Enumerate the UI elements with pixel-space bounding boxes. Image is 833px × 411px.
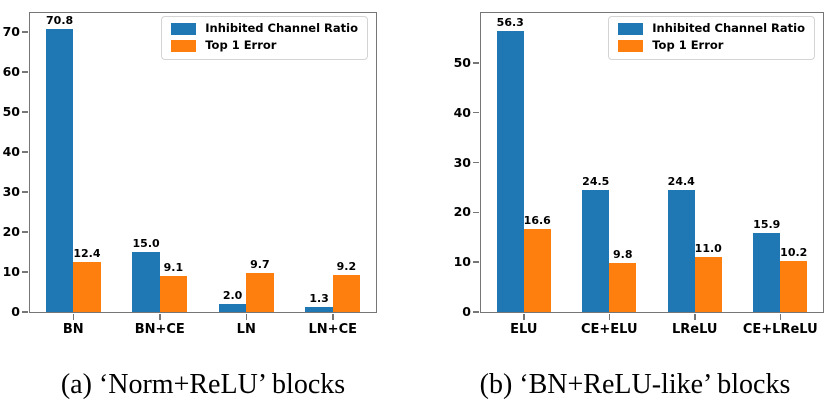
bar-value-label: 2.0 xyxy=(222,289,243,302)
legend-item: Inhibited Channel Ratio xyxy=(618,23,805,35)
y-tick-label: 10 xyxy=(453,253,471,269)
bar-value-label: 1.3 xyxy=(309,291,329,305)
x-tick-mark xyxy=(608,314,610,320)
legend-swatch xyxy=(171,40,197,52)
legend-label: Top 1 Error xyxy=(652,38,724,53)
bar-top-1-error xyxy=(332,275,361,312)
y-tick-mark xyxy=(22,271,28,273)
bar-value-label: 10.2 xyxy=(780,246,808,260)
y-tick-label: 50 xyxy=(2,103,20,119)
legend-item: Top 1 Error xyxy=(171,40,358,52)
bar-value-label: 9.1 xyxy=(163,260,184,274)
y-tick-mark xyxy=(473,261,479,263)
y-tick-mark xyxy=(22,311,28,313)
bar-value-label: 24.5 xyxy=(582,174,610,188)
bar-inhibited-channel-ratio xyxy=(753,232,781,312)
bar-top-1-error xyxy=(73,262,101,312)
bar-inhibited-channel-ratio xyxy=(132,251,160,312)
bar-value-label: 16.6 xyxy=(523,214,551,228)
y-tick-label: 10 xyxy=(2,263,20,279)
bar-value-label: 9.8 xyxy=(613,248,633,262)
bar-inhibited-channel-ratio xyxy=(496,31,524,312)
legend-swatch xyxy=(171,23,197,35)
y-tick-label: 40 xyxy=(453,104,471,120)
x-tick-label: LN xyxy=(236,322,256,337)
y-tick-label: 70 xyxy=(2,23,20,39)
bar-value-label: 24.4 xyxy=(667,175,695,189)
bar-top-1-error xyxy=(246,273,274,312)
y-tick-mark xyxy=(22,151,28,153)
y-tick-mark xyxy=(22,31,28,33)
x-tick-mark xyxy=(779,314,781,320)
y-tick-mark xyxy=(22,191,28,193)
bar-top-1-error xyxy=(694,257,722,312)
legend-label: Inhibited Channel Ratio xyxy=(205,21,358,36)
bar-value-label: 9.2 xyxy=(336,260,357,274)
bar-top-1-error xyxy=(780,261,808,312)
bar-value-label: 11.0 xyxy=(694,242,722,256)
x-tick-label: ELU xyxy=(510,322,538,337)
y-tick-mark xyxy=(473,62,479,64)
bar-value-label: 70.8 xyxy=(46,13,74,27)
bar-top-1-error xyxy=(609,263,637,312)
y-tick-mark xyxy=(473,161,479,164)
x-tick-label: CE+LReLU xyxy=(742,322,818,337)
y-tick-label: 20 xyxy=(2,223,20,239)
y-tick-mark xyxy=(22,71,28,73)
legend-swatch xyxy=(618,23,644,35)
x-tick-mark xyxy=(72,314,74,320)
y-tick-mark xyxy=(473,311,479,313)
y-tick-label: 0 xyxy=(11,303,20,319)
bar-inhibited-channel-ratio xyxy=(45,28,74,312)
x-tick-mark xyxy=(159,314,161,320)
y-tick-mark xyxy=(22,111,28,113)
legend-item: Inhibited Channel Ratio xyxy=(171,23,358,35)
x-tick-label: BN xyxy=(62,322,84,337)
bar-top-1-error xyxy=(523,229,551,312)
bar-inhibited-channel-ratio xyxy=(305,306,333,312)
y-tick-label: 30 xyxy=(453,154,471,170)
bar-value-label: 12.4 xyxy=(73,247,101,261)
y-tick-label: 20 xyxy=(453,204,471,220)
y-tick-label: 0 xyxy=(462,303,471,319)
x-tick-mark xyxy=(523,314,525,320)
y-tick-label: 30 xyxy=(2,183,20,199)
bar-value-label: 9.7 xyxy=(250,258,270,272)
bar-value-label: 56.3 xyxy=(496,16,524,30)
x-tick-label: LReLU xyxy=(672,322,718,337)
bar-inhibited-channel-ratio xyxy=(582,189,610,312)
caption-a: (a) ‘Norm+ReLU’ blocks xyxy=(60,369,346,400)
legend-label: Top 1 Error xyxy=(205,38,277,53)
bar-value-label: 15.0 xyxy=(132,236,160,250)
y-tick-mark xyxy=(473,111,479,114)
x-tick-mark xyxy=(694,314,696,320)
bar-value-label: 15.9 xyxy=(753,217,781,231)
y-tick-mark xyxy=(22,231,28,233)
legend-label: Inhibited Channel Ratio xyxy=(652,21,805,36)
bar-inhibited-channel-ratio xyxy=(218,304,247,312)
caption-b: (b) ‘BN+ReLU-like’ blocks xyxy=(479,369,791,400)
bar-top-1-error xyxy=(159,275,188,312)
x-tick-label: BN+CE xyxy=(134,322,185,337)
y-tick-label: 40 xyxy=(2,143,20,159)
legend-item: Top 1 Error xyxy=(618,40,805,52)
y-tick-label: 60 xyxy=(2,63,20,79)
x-tick-label: LN+CE xyxy=(308,322,357,337)
x-tick-mark xyxy=(332,314,334,320)
x-tick-label: CE+ELU xyxy=(580,322,638,337)
bar-inhibited-channel-ratio xyxy=(667,190,695,312)
legend-swatch xyxy=(618,40,644,52)
y-tick-mark xyxy=(473,211,479,214)
y-tick-label: 50 xyxy=(453,54,471,70)
x-tick-mark xyxy=(245,314,247,320)
